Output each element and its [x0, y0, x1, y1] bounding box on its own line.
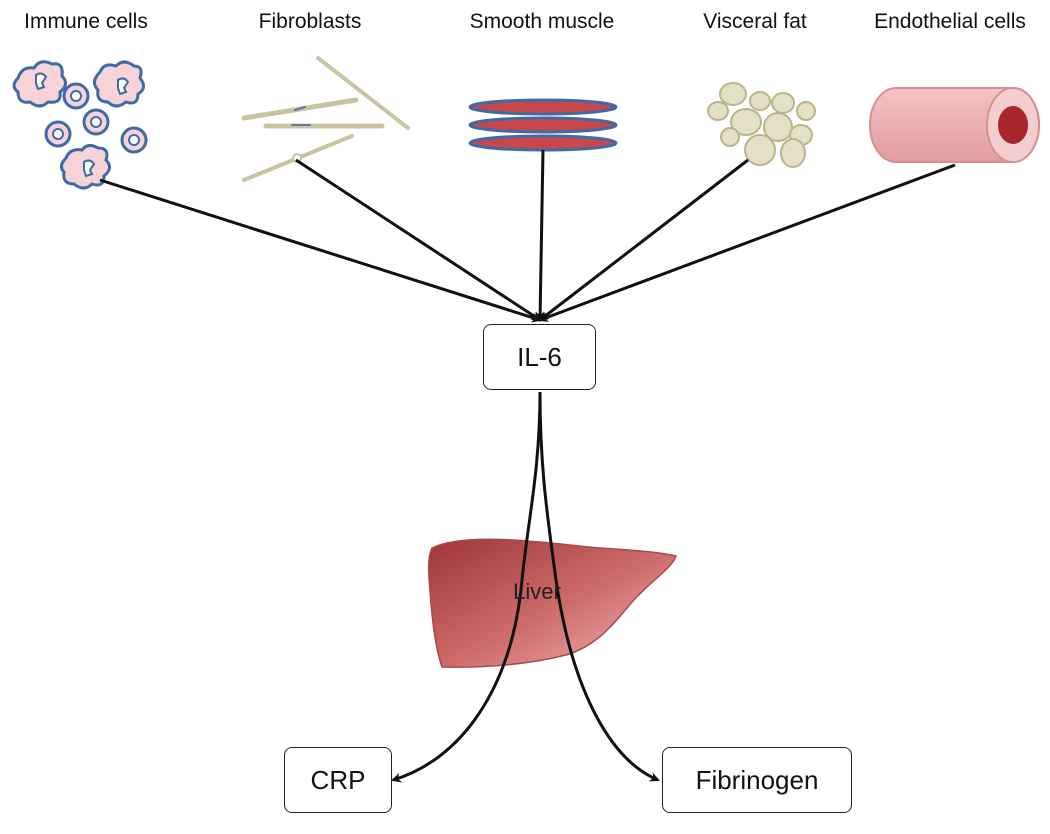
smooth-muscle-icon	[468, 98, 618, 152]
label-visceral-fat: Visceral fat	[703, 10, 807, 33]
il6-label: IL-6	[517, 341, 562, 372]
visceral-fat-icon	[707, 82, 816, 168]
arrow-immune-to-il6	[99, 178, 542, 323]
arrow-il6-to-fibrinogen	[538, 391, 660, 782]
liver-label: Liver	[513, 579, 561, 604]
crp-box: CRP	[284, 747, 392, 813]
liver-path-arrows	[391, 391, 660, 783]
fibrinogen-label: Fibrinogen	[695, 764, 819, 795]
fibroblasts-icon	[241, 56, 410, 182]
label-smooth-muscle: Smooth muscle	[469, 10, 615, 33]
fibrinogen-box: Fibrinogen	[662, 747, 852, 813]
label-immune-cells: Immune cells	[24, 10, 148, 33]
endothelial-cells-icon	[869, 87, 1040, 163]
arrow-fibroblasts-to-il6	[295, 158, 542, 322]
il6-box: IL-6	[483, 324, 596, 390]
source-arrows	[99, 149, 956, 323]
label-endothelial-cells: Endothelial cells	[874, 10, 1026, 33]
arrow-smooth-muscle-to-il6	[535, 149, 546, 322]
arrow-fat-to-il6	[538, 158, 749, 322]
label-fibroblasts: Fibroblasts	[258, 10, 362, 33]
immune-cells-icon	[12, 60, 148, 190]
arrow-endothelial-to-il6	[538, 163, 956, 322]
arrow-il6-to-crp	[391, 391, 542, 783]
liver-icon	[427, 538, 677, 668]
crp-label: CRP	[310, 764, 366, 795]
